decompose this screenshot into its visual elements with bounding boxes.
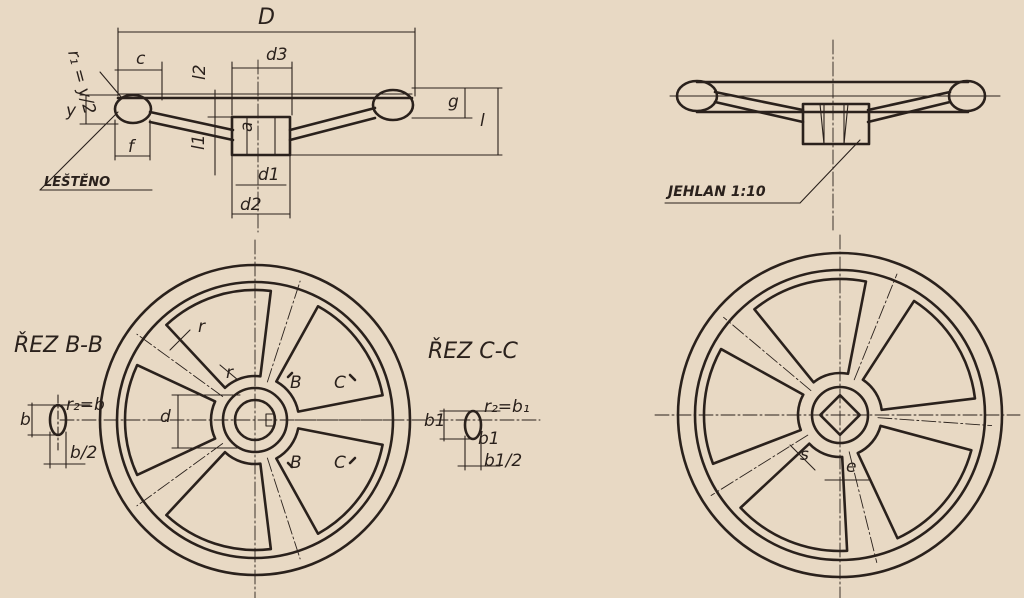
right-wheel-front <box>654 234 1021 598</box>
dim-c: c <box>136 49 146 69</box>
spoke-window <box>702 347 805 466</box>
dim-l1: l1 <box>189 134 209 150</box>
spoke-window <box>856 424 973 540</box>
dim-b-half: b/2 <box>70 443 97 463</box>
section-cc <box>439 408 501 471</box>
mark-B-top: B <box>290 373 302 393</box>
dim-b1-half: b1/2 <box>484 451 522 471</box>
spoke-window <box>165 450 273 552</box>
spoke-windows <box>123 280 402 560</box>
dim-b1: b1 <box>478 429 500 449</box>
spoke-centerline <box>266 280 301 383</box>
spoke-window <box>753 277 868 384</box>
rim-section-left <box>113 93 153 125</box>
spoke-window <box>739 442 849 553</box>
dim-d3: d3 <box>266 45 288 65</box>
dim-l2: l2 <box>190 64 210 80</box>
spoke-centerline <box>136 443 224 507</box>
dim-r-2: r <box>226 363 234 383</box>
dim-r2-b1: r₂=b₁ <box>484 397 530 417</box>
hub-section-2 <box>801 102 871 146</box>
dim-s: s <box>800 445 809 465</box>
dim-f: f <box>128 137 137 157</box>
caption-taper: JEHLAN 1:10 <box>665 184 766 200</box>
spoke-centerline <box>136 333 224 397</box>
spoke-centerline <box>710 434 809 496</box>
dim-b: b <box>20 410 31 430</box>
spoke-window <box>165 288 273 390</box>
mark-C-bottom: C <box>334 453 346 473</box>
mark-B-bottom: B <box>290 453 302 473</box>
right-side-view <box>664 39 1001 231</box>
spoke-window <box>123 363 217 477</box>
spoke-centerline <box>266 457 301 560</box>
spoke-window <box>861 299 977 412</box>
left-wheel-front <box>59 239 541 598</box>
caption-section-cc: ŘEZ C-C <box>428 338 519 364</box>
dim-g: g <box>448 92 459 112</box>
spoke-centerline <box>723 316 812 392</box>
dim-r-1: r <box>198 317 206 337</box>
square-bore <box>818 393 862 437</box>
spoke-windows-2 <box>702 273 993 563</box>
spoke-centerline <box>877 417 993 427</box>
spoke-centerline <box>848 451 878 563</box>
caption-section-bb: ŘEZ B-B <box>14 332 103 358</box>
dim-d1: d1 <box>258 165 280 185</box>
rim-section-right <box>371 88 415 122</box>
dim-a: a <box>237 122 257 132</box>
caption-polished: LEŠTĚNO <box>44 174 110 190</box>
spoke-window <box>275 304 384 413</box>
dim-D: D <box>258 5 275 30</box>
dim-y: y <box>65 101 77 121</box>
dim-d2: d2 <box>240 195 262 215</box>
mark-C-top: C <box>334 373 346 393</box>
left-side-view <box>39 27 503 233</box>
spoke-window <box>275 427 384 536</box>
section-bb <box>27 394 91 469</box>
dim-b1-side: b1 <box>424 411 446 431</box>
dim-e: e <box>846 457 856 477</box>
spoke-centerline <box>853 273 898 381</box>
dim-r2-b: r₂=b <box>66 395 105 415</box>
dim-d: d <box>160 407 171 427</box>
dim-l: l <box>480 111 485 131</box>
